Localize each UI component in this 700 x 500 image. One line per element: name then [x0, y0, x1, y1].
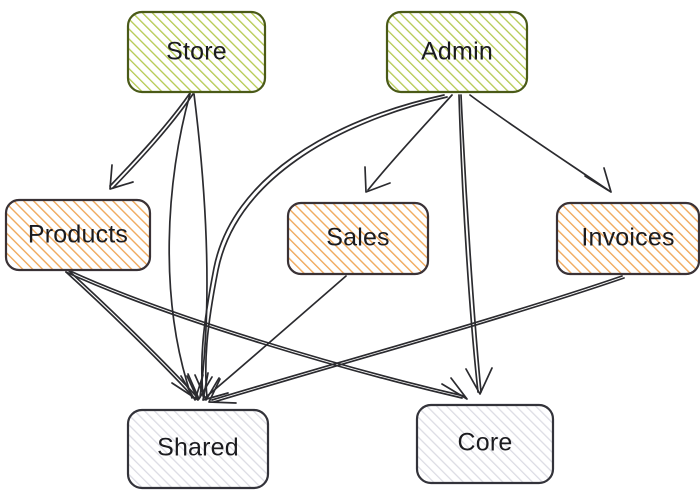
node-store[interactable]: Store: [126, 10, 267, 94]
node-core[interactable]: Core: [415, 403, 555, 485]
node-store-shape[interactable]: [126, 10, 267, 94]
node-layer: Store Admin Products Sales Invoices Shar…: [4, 10, 700, 490]
node-products[interactable]: Products: [4, 198, 152, 272]
node-invoices[interactable]: Invoices: [555, 201, 700, 276]
node-admin[interactable]: Admin: [385, 10, 529, 94]
node-invoices-shape[interactable]: [555, 201, 700, 276]
node-shared[interactable]: Shared: [126, 408, 270, 490]
edge-sales-shared: [202, 275, 347, 401]
node-sales[interactable]: Sales: [286, 201, 430, 276]
edge-admin-sales: [364, 94, 453, 193]
edge-store-shared-a: [168, 93, 204, 401]
node-core-shape[interactable]: [415, 403, 555, 485]
edge-store-products: [109, 92, 194, 190]
edge-store-shared-b: [187, 93, 213, 400]
node-admin-shape[interactable]: [385, 10, 529, 94]
edge-products-core: [65, 269, 468, 400]
edge-invoices-shared: [208, 275, 625, 404]
edge-products-shared: [65, 269, 199, 401]
edge-layer: [65, 92, 625, 404]
edge-admin-invoices: [469, 94, 612, 193]
edge-admin-core: [458, 94, 493, 395]
node-shared-shape[interactable]: [126, 408, 270, 490]
node-sales-shape[interactable]: [286, 201, 430, 276]
node-products-shape[interactable]: [4, 198, 152, 272]
